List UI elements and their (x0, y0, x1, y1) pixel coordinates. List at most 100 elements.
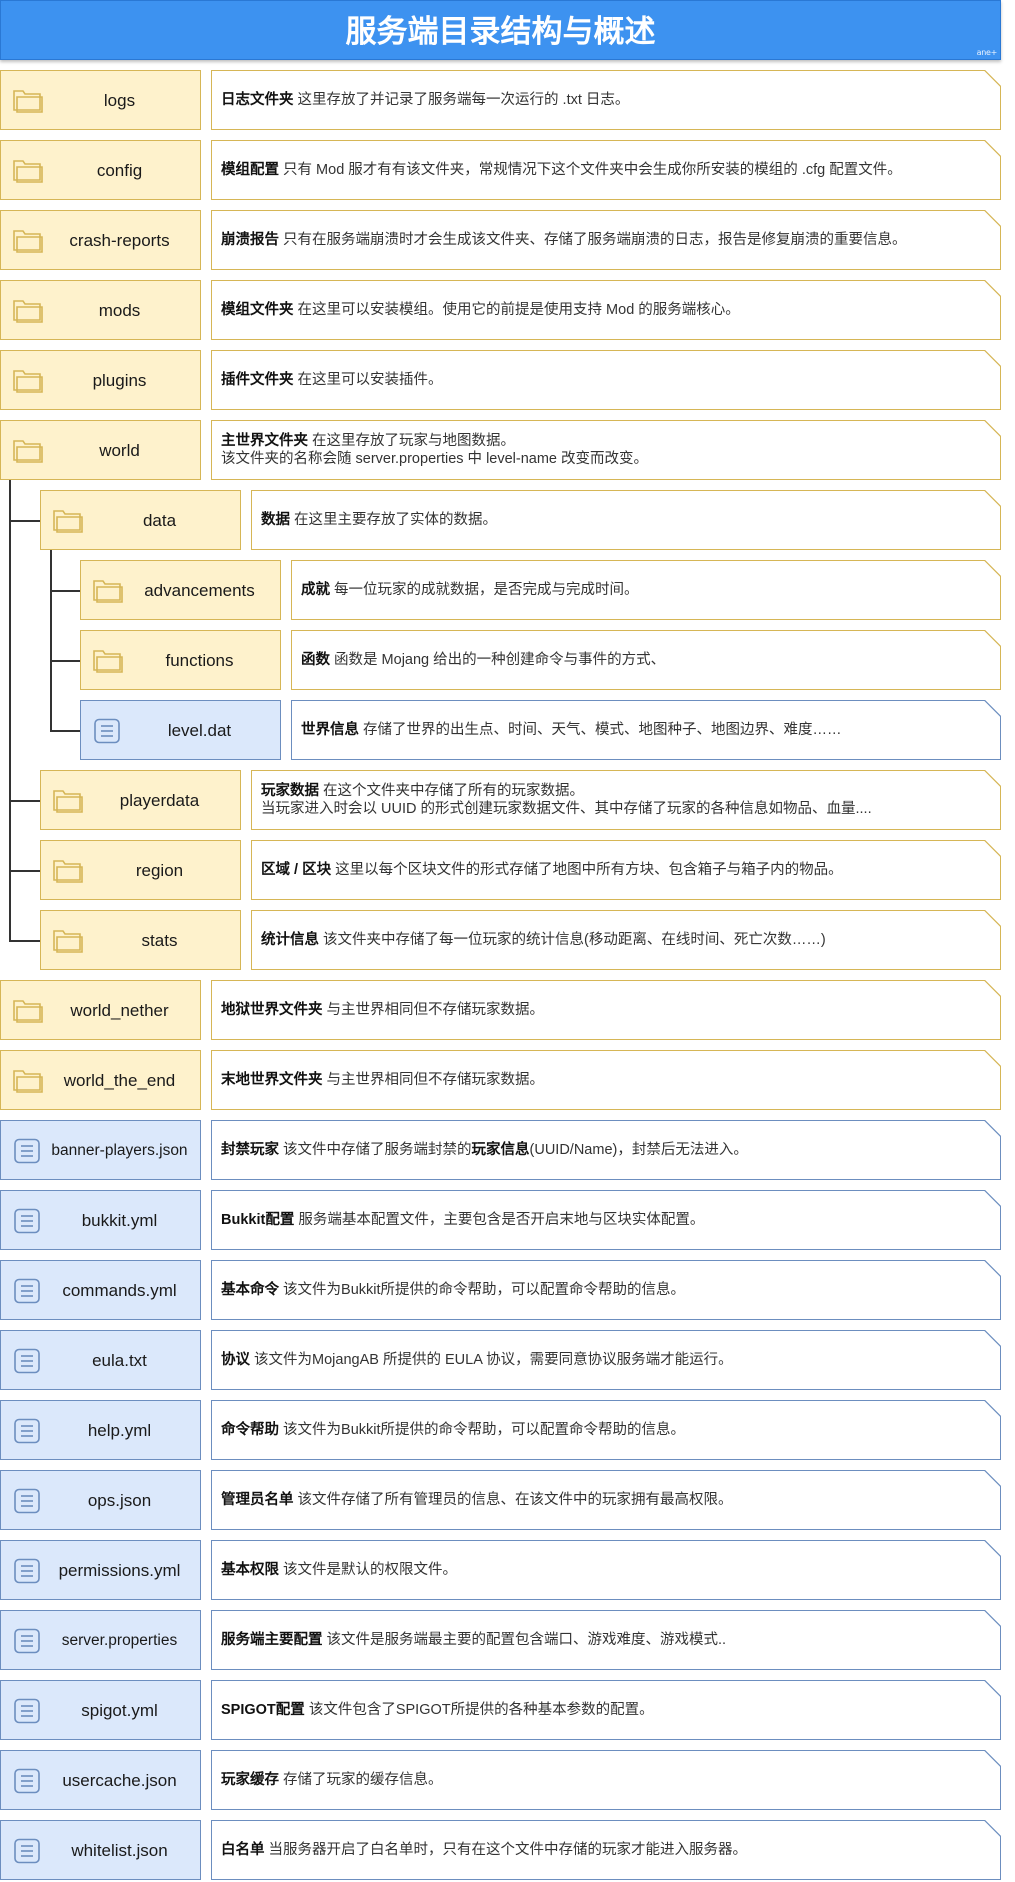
node-name: banner-players.json (51, 1142, 188, 1159)
description-label: 插件文件夹 (221, 372, 294, 388)
help-description-note: 命令帮助 该文件为Bukkit所提供的命令帮助，可以配置命令帮助的信息。 (211, 1400, 1001, 1460)
note-corner-fold (985, 700, 1001, 716)
folder-icon (12, 1068, 44, 1094)
region-folder-node[interactable]: region (40, 840, 241, 900)
description-label: 模组文件夹 (221, 302, 294, 318)
note-corner-fold (985, 1190, 1001, 1206)
note-corner-fold (985, 1610, 1001, 1626)
level-dat-file-node[interactable]: level.dat (80, 700, 281, 760)
config-folder-node[interactable]: config (0, 140, 201, 200)
mods-folder-node[interactable]: mods (0, 280, 201, 340)
description-label: 地狱世界文件夹 (221, 1002, 323, 1018)
playerdata-folder-node[interactable]: playerdata (40, 770, 241, 830)
note-corner-fold (985, 840, 1001, 856)
data-folder-node[interactable]: data (40, 490, 241, 550)
tree-row-playerdata: playerdata 玩家数据 在这个文件夹中存储了所有的玩家数据。当玩家进入时会… (0, 770, 1001, 830)
watermark-logo: ane+ (976, 48, 998, 57)
description-line: 数据 在这里主要存放了实体的数据。 (261, 511, 992, 529)
node-name: mods (98, 301, 141, 320)
description-text: 该文件存储了所有管理员的信息、在该文件中的玩家拥有最高权限。 (297, 1492, 733, 1508)
note-corner-fold (985, 770, 1001, 786)
description-label: 玩家缓存 (221, 1772, 279, 1788)
folder-icon (52, 788, 84, 814)
ops-file-node[interactable]: ops.json (0, 1470, 201, 1530)
description-label: 命令帮助 (221, 1422, 279, 1438)
world_nether-folder-node[interactable]: world_nether (0, 980, 201, 1040)
server-properties-description-note: 服务端主要配置 该文件是服务端最主要的配置包含端口、游戏难度、游戏模式.. (211, 1610, 1001, 1670)
node-name: level.dat (167, 721, 232, 740)
description-text: 在这个文件夹中存储了所有的玩家数据。 (323, 783, 585, 799)
bukkit-file-node[interactable]: bukkit.yml (0, 1190, 201, 1250)
file-icon (12, 1418, 44, 1444)
file-icon (12, 1278, 44, 1304)
crash-reports-folder-node[interactable]: crash-reports (0, 210, 201, 270)
world_the_end-description-note: 末地世界文件夹 与主世界相同但不存储玩家数据。 (211, 1050, 1001, 1110)
plugins-folder-node[interactable]: plugins (0, 350, 201, 410)
world-description-note: 主世界文件夹 在这里存放了玩家与地图数据。该文件夹的名称会随 server.pr… (211, 420, 1001, 480)
server-properties-file-node[interactable]: server.properties (0, 1610, 201, 1670)
usercache-description-note: 玩家缓存 存储了玩家的缓存信息。 (211, 1750, 1001, 1810)
description-text: 该文件中存储了服务端封禁的 (283, 1142, 472, 1158)
advancements-folder-node[interactable]: advancements (80, 560, 281, 620)
stats-folder-node[interactable]: stats (40, 910, 241, 970)
note-corner-fold (985, 1540, 1001, 1556)
node-name: help.yml (87, 1421, 152, 1440)
description-label: 末地世界文件夹 (221, 1072, 323, 1088)
functions-description-note: 函数 函数是 Mojang 给出的一种创建命令与事件的方式、 (291, 630, 1001, 690)
description-text: 在这里主要存放了实体的数据。 (294, 512, 498, 528)
whitelist-file-node[interactable]: whitelist.json (0, 1820, 201, 1880)
description-label: 成就 (301, 582, 330, 598)
description-text: 每一位玩家的成就数据，是否完成与完成时间。 (334, 582, 639, 598)
note-corner-fold (985, 1330, 1001, 1346)
usercache-file-node[interactable]: usercache.json (0, 1750, 201, 1810)
diagram-title: 服务端目录结构与概述 (345, 14, 656, 49)
spigot-file-node[interactable]: spigot.yml (0, 1680, 201, 1740)
file-icon (12, 1558, 44, 1584)
logs-description-note: 日志文件夹 这里存放了并记录了服务端每一次运行的 .txt 日志。 (211, 70, 1001, 130)
note-corner-fold (985, 910, 1001, 926)
mods-description-note: 模组文件夹 在这里可以安装模组。使用它的前提是使用支持 Mod 的服务端核心。 (211, 280, 1001, 340)
node-name: server.properties (61, 1632, 178, 1649)
level-dat-description-note: 世界信息 存储了世界的出生点、时间、天气、模式、地图种子、地图边界、难度…… (291, 700, 1001, 760)
functions-folder-node[interactable]: functions (80, 630, 281, 690)
playerdata-description-note: 玩家数据 在这个文件夹中存储了所有的玩家数据。当玩家进入时会以 UUID 的形式… (251, 770, 1001, 830)
folder-icon (12, 228, 44, 254)
description-line: 崩溃报告 只有在服务端崩溃时才会生成该文件夹、存储了服务端崩溃的日志，报告是修复… (221, 231, 992, 249)
node-name: world_the_end (63, 1071, 176, 1090)
folder-icon (52, 928, 84, 954)
commands-file-node[interactable]: commands.yml (0, 1260, 201, 1320)
node-name: usercache.json (62, 1771, 177, 1790)
note-corner-fold (985, 140, 1001, 156)
description-text: 该文件为Bukkit所提供的命令帮助，可以配置命令帮助的信息。 (283, 1422, 686, 1438)
plugins-description-note: 插件文件夹 在这里可以安装插件。 (211, 350, 1001, 410)
node-name: playerdata (119, 791, 200, 810)
description-label: 模组配置 (221, 162, 279, 178)
eula-file-node[interactable]: eula.txt (0, 1330, 201, 1390)
world_nether-description-note: 地狱世界文件夹 与主世界相同但不存储玩家数据。 (211, 980, 1001, 1040)
node-name: permissions.yml (58, 1561, 181, 1580)
description-text: 该文件是服务端最主要的配置包含端口、游戏难度、游戏模式.. (326, 1632, 727, 1648)
permissions-file-node[interactable]: permissions.yml (0, 1540, 201, 1600)
tree-connector-branch (9, 520, 40, 522)
description-label: 日志文件夹 (221, 92, 294, 108)
description-text: 在这里存放了玩家与地图数据。 (312, 433, 516, 449)
logs-folder-node[interactable]: logs (0, 70, 201, 130)
world_the_end-folder-node[interactable]: world_the_end (0, 1050, 201, 1110)
description-label: 主世界文件夹 (221, 433, 308, 449)
description-label: 基本命令 (221, 1282, 279, 1298)
node-name: plugins (92, 371, 147, 390)
tree-connector-branch (9, 870, 40, 872)
banner-players-file-node[interactable]: banner-players.json (0, 1120, 201, 1180)
help-file-node[interactable]: help.yml (0, 1400, 201, 1460)
description-text: 存储了玩家的缓存信息。 (283, 1772, 443, 1788)
description-text: 该文件为Bukkit所提供的命令帮助，可以配置命令帮助的信息。 (283, 1282, 686, 1298)
config-description-note: 模组配置 只有 Mod 服才有有该文件夹，常规情况下这个文件夹中会生成你所安装的… (211, 140, 1001, 200)
node-name: world_nether (70, 1001, 169, 1020)
world-folder-node[interactable]: world (0, 420, 201, 480)
